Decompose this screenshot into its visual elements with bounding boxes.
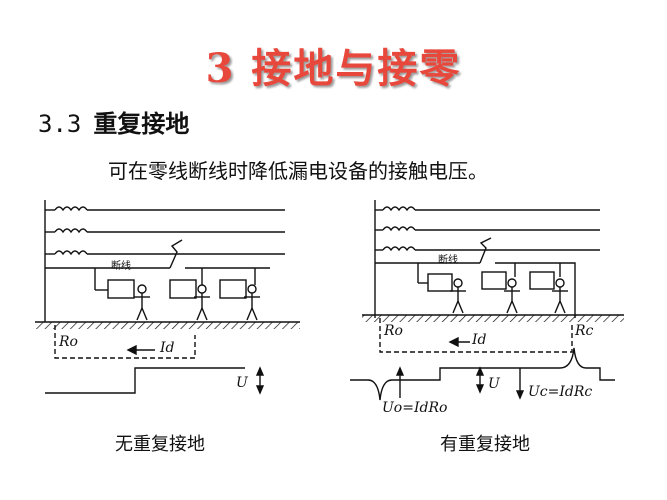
right-u-label: U <box>488 376 501 392</box>
left-id-label: Id <box>159 340 175 356</box>
left-u-label: U <box>236 375 249 391</box>
left-transformer-coils <box>44 200 88 322</box>
left-caption: 无重复接地 <box>115 434 205 455</box>
section-number: 3.3 <box>38 110 82 138</box>
right-id-label: Id <box>471 332 487 348</box>
left-break-label: 断线 <box>111 259 131 272</box>
right-person-icons <box>450 278 568 314</box>
right-formula-right: Uc=IdRc <box>528 384 592 400</box>
page-title: 3 接地与接零 <box>205 45 462 92</box>
left-person-icons <box>134 284 260 321</box>
left-diagram <box>35 200 300 395</box>
subtitle: 可在零线断线时降低漏电设备的接触电压。 <box>108 159 488 183</box>
right-diagram <box>350 200 624 401</box>
section-heading: 3.3 重复接地 <box>38 104 189 139</box>
left-ro-label: Ro <box>58 334 78 350</box>
section-title: 重复接地 <box>93 110 190 138</box>
right-break-label: 断线 <box>438 253 458 266</box>
right-caption: 有重复接地 <box>440 434 530 455</box>
right-formula-left: Uo=IdRo <box>382 400 447 416</box>
right-rc-label: Rc <box>574 323 594 339</box>
right-ro-label: Ro <box>383 323 403 339</box>
right-transformer-coils <box>374 200 416 318</box>
